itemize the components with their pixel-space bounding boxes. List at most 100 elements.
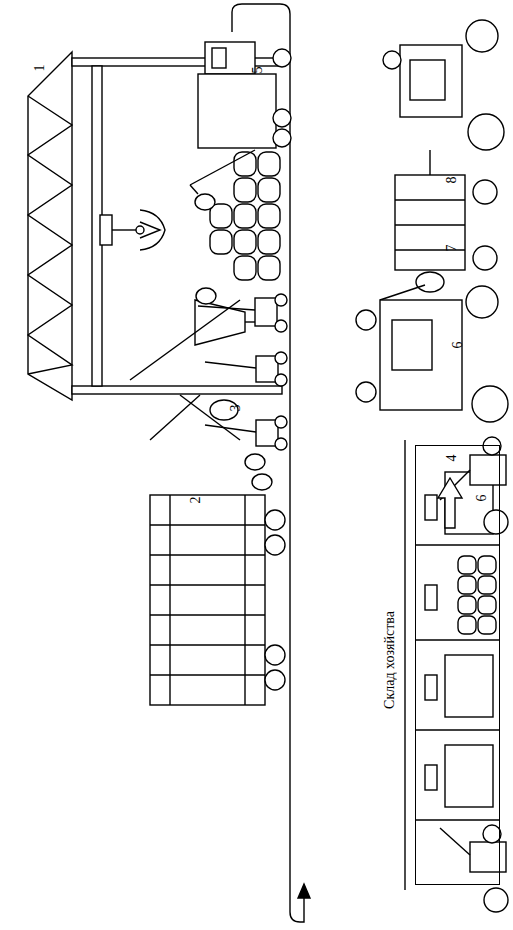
crane-trolley (100, 215, 112, 245)
wagon-rib (169, 495, 170, 705)
bag (258, 152, 280, 176)
tractor-body (380, 300, 462, 410)
loader-wheel (275, 374, 287, 386)
bag (258, 230, 280, 254)
bay-wall (415, 729, 500, 730)
tractor-body (470, 455, 506, 485)
trailer-wheel (473, 246, 497, 270)
trailer-rib (395, 199, 465, 200)
loader-mast (198, 306, 255, 310)
callout-number: 6 (449, 337, 467, 353)
bag (258, 178, 280, 202)
loader-wheel (275, 416, 287, 428)
loader-mast (205, 362, 256, 368)
callout-number: 3 (227, 400, 245, 416)
window (425, 765, 437, 790)
truck-wheel (273, 109, 291, 127)
crane-hook (190, 185, 198, 194)
trailer-rib (395, 224, 465, 225)
bag (234, 204, 256, 228)
truck-body (198, 74, 276, 148)
conveyor-arm (130, 300, 240, 380)
truck-cab (205, 42, 255, 74)
bag (196, 288, 216, 304)
wagon-wheel (265, 535, 285, 555)
loader-wheel (275, 438, 287, 450)
tractor-wheel (484, 510, 508, 534)
loader-wheel (275, 294, 287, 306)
bag (258, 256, 280, 280)
bag (416, 272, 444, 292)
tractor-body (400, 45, 462, 117)
wagon-rib (150, 674, 265, 675)
drawbar (429, 150, 430, 175)
loader-body (255, 298, 277, 326)
wagon-wheel (265, 645, 285, 665)
loader-arm (440, 828, 470, 855)
window (425, 495, 437, 520)
tractor-cab (392, 320, 432, 370)
road-arrowhead (298, 884, 310, 898)
callout-number: 5 (249, 62, 267, 78)
wagon-rib (150, 554, 265, 555)
callout-number: 2 (187, 492, 205, 508)
tractor-body (470, 842, 506, 872)
bag (252, 474, 272, 490)
wagon-rib (150, 614, 265, 615)
callout-number: 4 (443, 450, 461, 466)
tractor-wheel (483, 437, 501, 455)
bag (478, 616, 496, 634)
wagon-rib (244, 495, 245, 705)
wagon-rib (150, 644, 265, 645)
truck-wheel (273, 129, 291, 147)
crane-grab (140, 210, 165, 250)
bag (458, 576, 476, 594)
tractor-wheel (356, 382, 376, 402)
bag (478, 576, 496, 594)
bag (195, 194, 215, 210)
building-label: Склад хозяйства (382, 611, 398, 709)
wagon-rib (150, 524, 265, 525)
tractor-wheel (468, 114, 504, 150)
tractor-cab (410, 60, 445, 100)
bag (234, 178, 256, 202)
crane-grab (140, 222, 160, 238)
tractor-wheel (383, 51, 401, 69)
bay-wall (415, 819, 500, 820)
tractor-wheel (466, 20, 498, 52)
loader-wheel (275, 320, 287, 332)
rail-wagon (150, 495, 265, 705)
tractor-wheel (483, 825, 501, 843)
bag (458, 616, 476, 634)
bag (458, 556, 476, 574)
trailer-frame (395, 175, 465, 270)
warehouse-roof (404, 440, 405, 890)
window (425, 585, 437, 610)
roof-truss (28, 52, 72, 400)
tractor-wheel (356, 310, 376, 330)
bag (210, 230, 232, 254)
trailer-wheel (473, 180, 497, 204)
cab-window (212, 48, 226, 68)
truck-wheel (273, 49, 291, 67)
truck-body (445, 745, 493, 807)
loader-arm (380, 285, 425, 300)
bag (478, 596, 496, 614)
tractor-wheel (466, 286, 498, 318)
bag (258, 204, 280, 228)
bag (234, 256, 256, 280)
callout-number: 7 (443, 240, 461, 256)
bag (234, 230, 256, 254)
loader-mast (205, 425, 256, 432)
truss-bracing (28, 96, 72, 374)
loader-wheel (275, 352, 287, 364)
wagon-wheel (265, 670, 285, 690)
bay-wall (415, 639, 500, 640)
conveyor-arm (150, 395, 200, 440)
conveyor-arm (180, 395, 240, 440)
callout-number: 6 (473, 490, 491, 506)
station-column (72, 386, 282, 394)
direction-arrow (438, 478, 462, 528)
bag (458, 596, 476, 614)
